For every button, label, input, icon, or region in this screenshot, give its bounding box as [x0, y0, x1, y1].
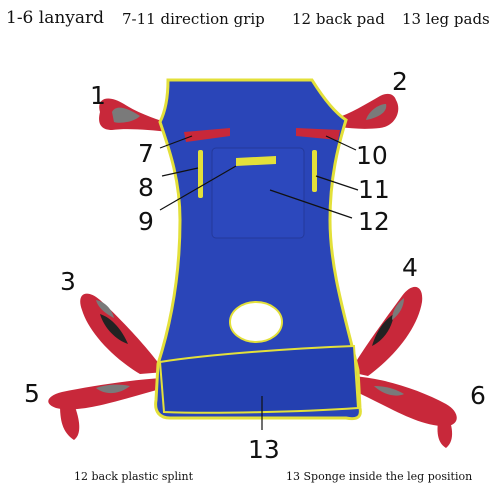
lanyard-3 [80, 293, 165, 374]
callout-3: 3 [60, 267, 76, 296]
callout-10: 10 [356, 141, 388, 170]
leg-pads-legend: 13 leg pads [402, 10, 490, 28]
lanyard-6 [352, 376, 457, 448]
lanyard-top-left [99, 98, 172, 132]
sling-body [154, 78, 362, 421]
back-pad-legend: 12 back pad [292, 10, 385, 28]
callout-12: 12 [358, 207, 390, 236]
callout-9: 9 [138, 207, 154, 236]
callout-8: 8 [138, 173, 154, 202]
lanyard-top-right [334, 93, 399, 129]
strap-left [184, 128, 230, 142]
grip-8 [198, 150, 203, 198]
lanyard-legend: 1-6 lanyard [6, 8, 105, 28]
grip-11 [312, 150, 317, 192]
grip-9 [236, 156, 276, 166]
leg-opening [229, 301, 283, 343]
callout-2: 2 [392, 67, 408, 96]
lanyard-5 [48, 378, 164, 440]
lanyard-4 [350, 286, 423, 376]
sponge-caption: 13 Sponge inside the leg position [286, 470, 473, 483]
callout-4: 4 [402, 253, 418, 282]
callout-6: 6 [470, 381, 486, 410]
callout-11: 11 [358, 175, 390, 204]
leader-lines [159, 135, 359, 430]
splint-caption: 12 back plastic splint [74, 470, 194, 483]
callout-7: 7 [138, 139, 154, 168]
leg-pad-panel [158, 344, 360, 414]
callout-5: 5 [24, 379, 40, 408]
callout-13: 13 [248, 435, 280, 464]
back-pad-panel [211, 147, 305, 239]
grip-legend: 7-11 direction grip [122, 10, 265, 28]
callout-1: 1 [90, 81, 106, 110]
